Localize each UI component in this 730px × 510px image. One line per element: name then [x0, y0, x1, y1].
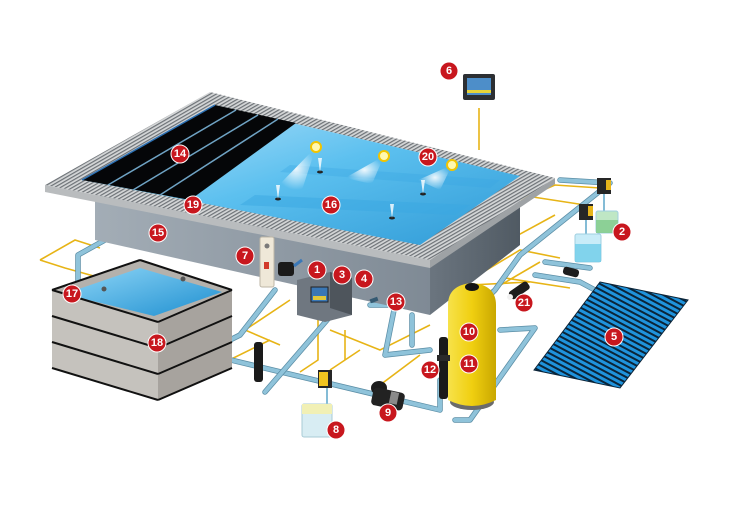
measuring-cell [259, 236, 275, 288]
marker-15[interactable]: 15 [148, 223, 168, 243]
marker-13[interactable]: 13 [386, 292, 406, 312]
marker-circle [235, 246, 255, 266]
marker-label: 16 [325, 199, 337, 211]
marker-label: 14 [174, 148, 187, 160]
marker-label: 1 [314, 264, 320, 276]
marker-17[interactable]: 17 [62, 284, 82, 304]
flocculant-canister [301, 370, 333, 438]
solar-valve [562, 266, 580, 278]
marker-label: 17 [66, 288, 78, 300]
strainer-valve [254, 342, 263, 382]
heat-exchanger [507, 281, 530, 300]
marker-circle [62, 284, 82, 304]
marker-circle [326, 420, 346, 440]
marker-circle [612, 222, 632, 242]
marker-circle [604, 327, 624, 347]
marker-label: 2 [619, 226, 625, 238]
marker-1[interactable]: 1 [307, 260, 327, 280]
marker-label: 7 [242, 250, 248, 262]
marker-label: 6 [446, 65, 452, 77]
marker-label: 15 [152, 227, 164, 239]
marker-3[interactable]: 3 [332, 265, 352, 285]
chemical-canisters [574, 178, 619, 263]
marker-19[interactable]: 19 [183, 195, 203, 215]
marker-circle [514, 293, 534, 313]
marker-label: 18 [151, 337, 163, 349]
marker-circle [170, 144, 190, 164]
marker-label: 10 [463, 326, 475, 338]
marker-circle [439, 61, 459, 81]
underwater-lights [276, 141, 458, 190]
marker-11[interactable]: 11 [459, 354, 479, 374]
marker-circle [148, 223, 168, 243]
marker-label: 5 [611, 331, 617, 343]
marker-label: 11 [463, 358, 475, 370]
marker-circle [332, 265, 352, 285]
marker-18[interactable]: 18 [147, 333, 167, 353]
marker-14[interactable]: 14 [170, 144, 190, 164]
marker-12[interactable]: 12 [420, 360, 440, 380]
marker-label: 4 [361, 273, 368, 285]
marker-circle [420, 360, 440, 380]
marker-circle [459, 322, 479, 342]
marker-label: 8 [333, 424, 339, 436]
marker-8[interactable]: 8 [326, 420, 346, 440]
marker-2[interactable]: 2 [612, 222, 632, 242]
marker-circle [386, 292, 406, 312]
marker-label: 20 [422, 151, 434, 163]
marker-circle [147, 333, 167, 353]
touch-panel [463, 74, 495, 100]
control-unit [297, 272, 352, 322]
marker-label: 19 [187, 199, 199, 211]
marker-9[interactable]: 9 [378, 403, 398, 423]
marker-16[interactable]: 16 [321, 195, 341, 215]
circulation-pump [371, 381, 405, 411]
marker-5[interactable]: 5 [604, 327, 624, 347]
water-jets [275, 158, 426, 220]
marker-circle [183, 195, 203, 215]
overflow-tank [51, 259, 233, 401]
marker-circle [307, 260, 327, 280]
dosing-pump [278, 258, 303, 276]
marker-label: 13 [390, 296, 402, 308]
marker-circle [354, 269, 374, 289]
marker-6[interactable]: 6 [439, 61, 459, 81]
marker-20[interactable]: 20 [418, 147, 438, 167]
filter-tank [448, 283, 496, 410]
callout-markers: 1 2 3 4 5 6 7 8 [62, 61, 632, 440]
marker-10[interactable]: 10 [459, 322, 479, 342]
backwash-valve [437, 337, 450, 399]
marker-label: 9 [385, 407, 391, 419]
marker-7[interactable]: 7 [235, 246, 255, 266]
marker-4[interactable]: 4 [354, 269, 374, 289]
marker-circle [418, 147, 438, 167]
marker-label: 3 [339, 269, 345, 281]
marker-circle [321, 195, 341, 215]
inlet-nozzle [369, 296, 379, 304]
marker-label: 12 [424, 364, 436, 376]
marker-circle [378, 403, 398, 423]
marker-label: 21 [518, 297, 530, 309]
marker-21[interactable]: 21 [514, 293, 534, 313]
marker-circle [459, 354, 479, 374]
